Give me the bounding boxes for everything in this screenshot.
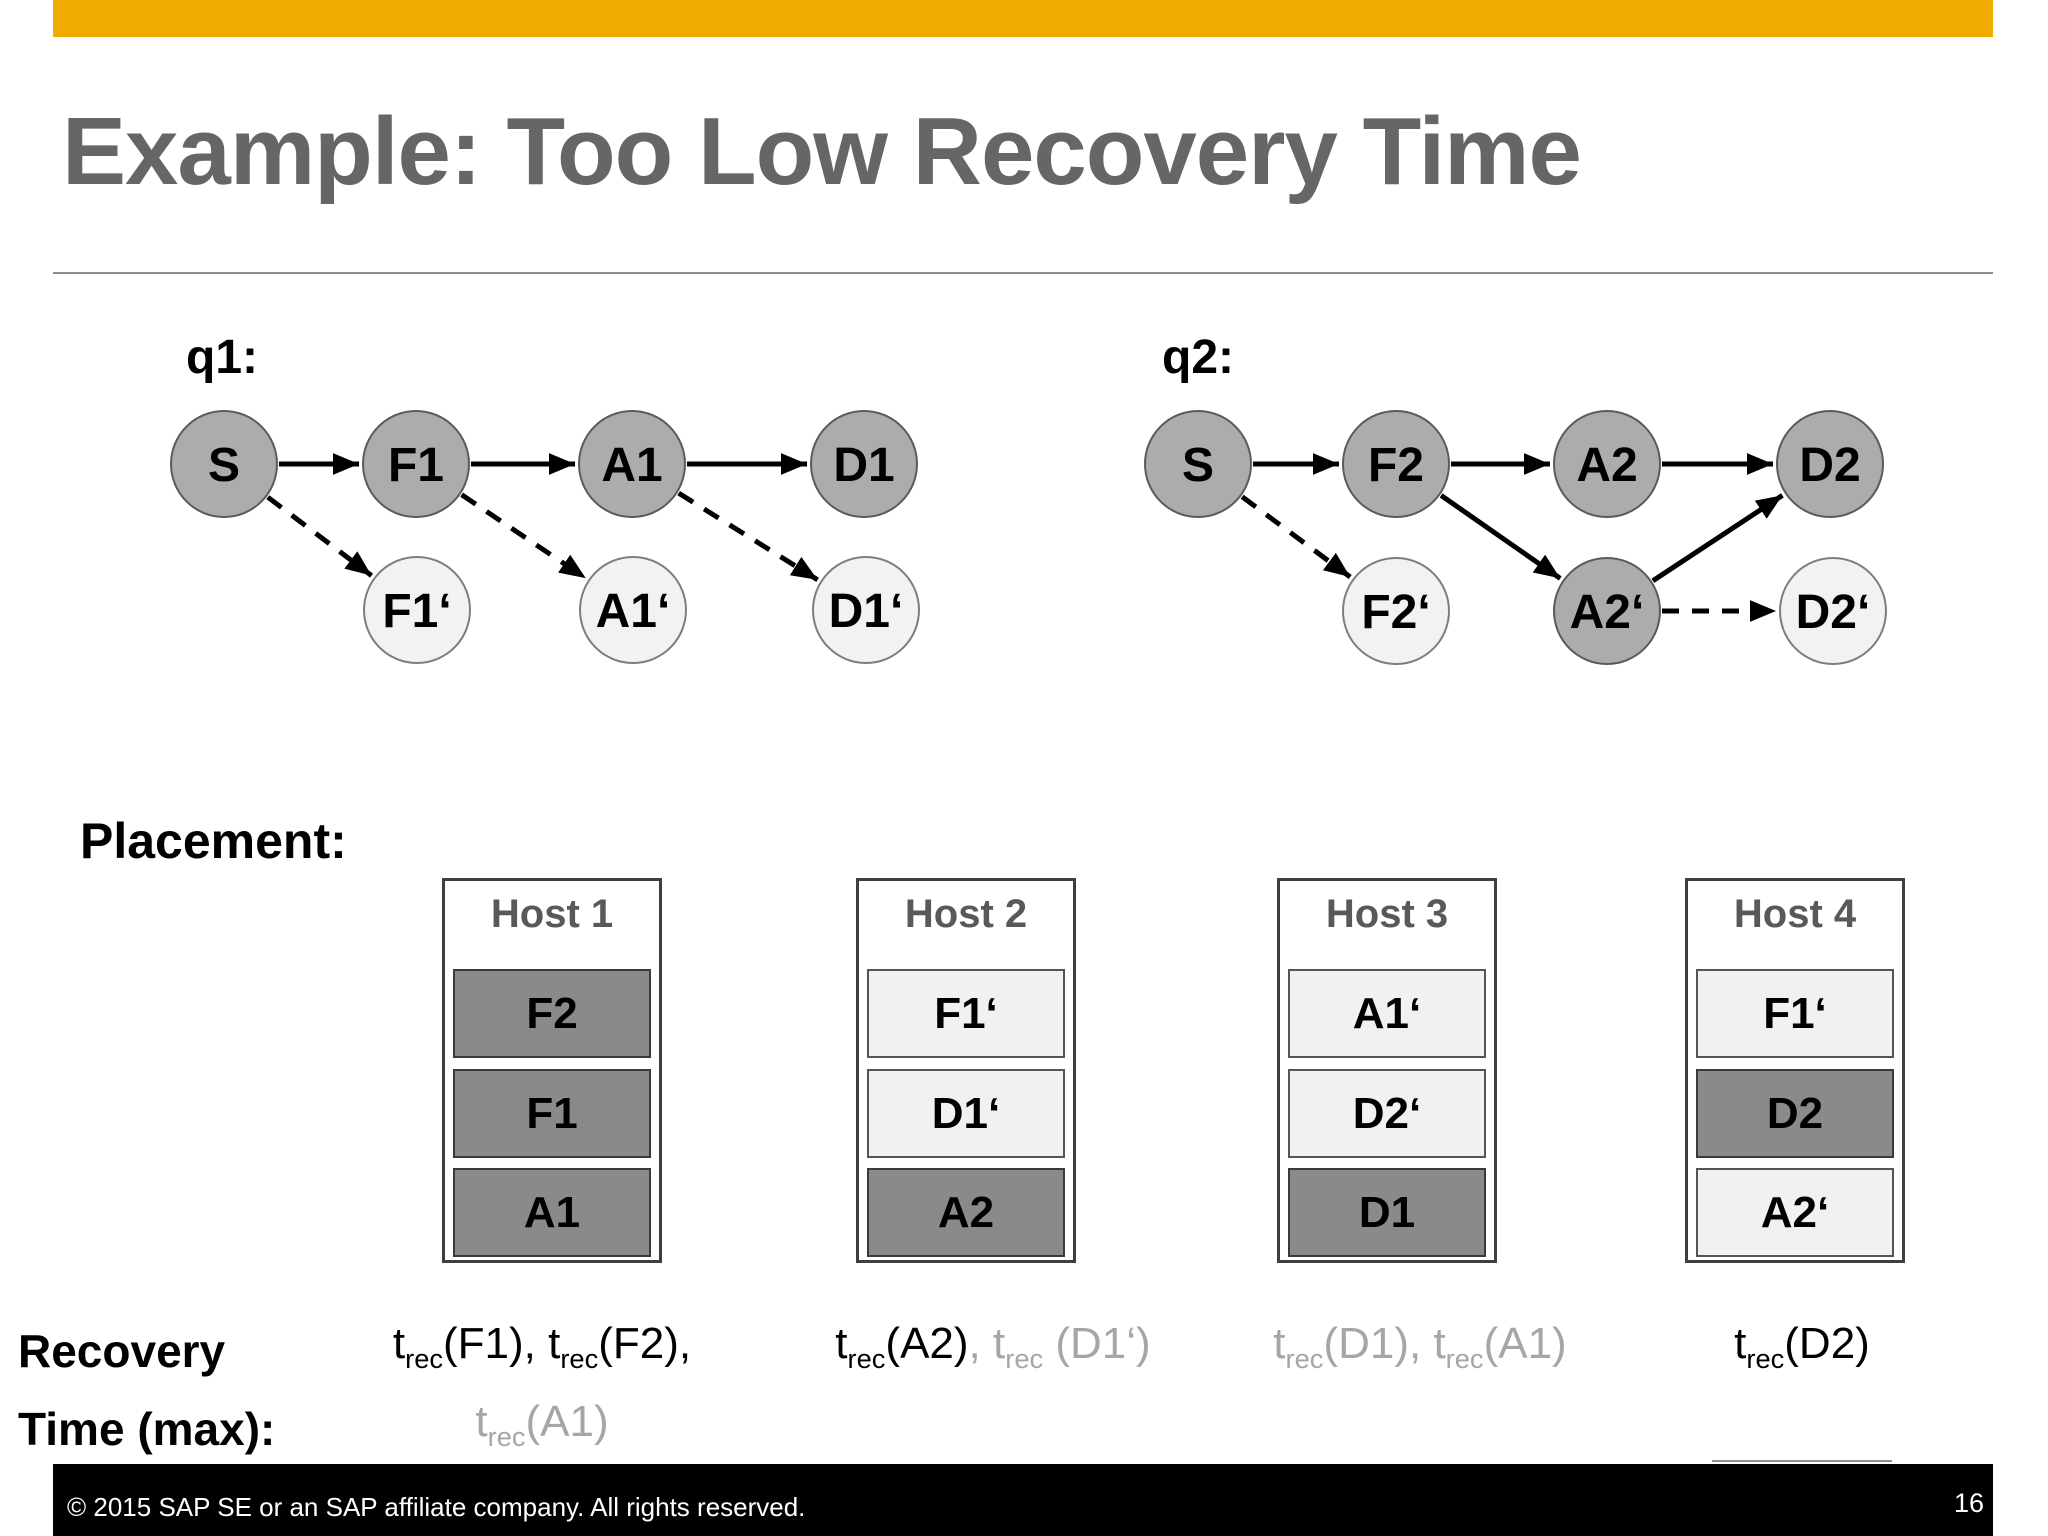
graph2-node-A2 (1553, 410, 1661, 518)
page-title: Example: Too Low Recovery Time (62, 98, 1582, 205)
trec-expression: trec(D2) (1734, 1319, 1870, 1374)
footer-copyright: © 2015 SAP SE or an SAP affiliate compan… (67, 1492, 806, 1522)
host-title-4: Host 4 (1733, 892, 1857, 936)
graph2-node-F2 (1342, 410, 1450, 518)
recovery-col-1-line-1: trec(F1), trec(F2), (393, 1322, 691, 1400)
host-title-2: Host 2 (904, 892, 1028, 936)
graph1-node-label-S: S (208, 439, 240, 492)
host-1-item-3: A1 (453, 1168, 651, 1257)
graph2-node-D2 (1776, 410, 1884, 518)
trec-expression: trec(F1), (392, 1319, 549, 1374)
graph2-edge-F2-A2r (1439, 493, 1562, 581)
host-2-item-3: A2 (867, 1168, 1065, 1257)
graph1-node-label-A1: A1 (601, 439, 662, 492)
host-title-1: Host 1 (490, 892, 614, 936)
graph2-node-label-F2: F2 (1368, 439, 1424, 492)
trec-expression: trec(F2), (548, 1319, 692, 1374)
host-3-item-2: D2‘ (1288, 1069, 1486, 1158)
host-4-item-1: F1‘ (1696, 969, 1894, 1058)
page-number: 16 (1954, 1488, 1985, 1518)
graph1-node-label-F1: F1 (388, 439, 444, 492)
host-box-3: Host 3 A1‘ D2‘ D1 (1277, 878, 1497, 1263)
host-1-item-2: F1 (453, 1069, 651, 1158)
graph2-node-D2r (1779, 557, 1887, 665)
recovery-col-2-line-1: trec(A2), trec (D1‘) (835, 1322, 1150, 1400)
graph1-node-D1 (810, 410, 918, 518)
trec-expression: trec(A1) (475, 1397, 609, 1452)
graph2-node-A2r (1553, 557, 1661, 665)
host-1-item-1: F2 (453, 969, 651, 1058)
graph1-node-F1r (363, 556, 471, 664)
recovery-col-3: trec(D1), trec(A1) (1273, 1322, 1566, 1400)
recovery-col-4-line-1: trec(D2) (1734, 1322, 1870, 1400)
recovery-col-4: trec(D2) (1734, 1322, 1870, 1400)
graph1-node-label-A1r: A1‘ (596, 585, 671, 638)
graph1-node-A1r (579, 556, 687, 664)
graph2-node-label-A2: A2 (1576, 439, 1637, 492)
graph1-node-label-F1r: F1‘ (382, 585, 451, 638)
graph1-node-label-D1: D1 (833, 439, 894, 492)
host-4-item-2: D2 (1696, 1069, 1894, 1158)
trec-expression: trec(A2), (835, 1319, 994, 1374)
graph2-node-label-S: S (1182, 439, 1214, 492)
host-box-2: Host 2 F1‘ D1‘ A2 (856, 878, 1076, 1263)
host-4-item-3: A2‘ (1696, 1168, 1894, 1257)
graph1-edge-F1-A1r (460, 492, 588, 581)
trec-expression: trec (D1‘) (993, 1319, 1151, 1374)
graph1-node-F1 (362, 410, 470, 518)
recovery-time-label-line1: Recovery (18, 1325, 226, 1377)
host-title-3: Host 3 (1325, 892, 1449, 936)
brand-bar (53, 0, 1993, 37)
graph2-edge-S-F2r (1240, 494, 1352, 580)
graph1-node-A1 (578, 410, 686, 518)
graph2-node-label-D2r: D2‘ (1796, 586, 1871, 639)
graph1-node-D1r (812, 556, 920, 664)
graph2-node-S (1144, 410, 1252, 518)
graph-label-q2: q2: (1162, 331, 1234, 384)
graph2-node-F2r (1342, 557, 1450, 665)
graph1-node-S (170, 410, 278, 518)
recovery-col-2: trec(A2), trec (D1‘) (835, 1322, 1150, 1400)
graph2-node-label-A2r: A2‘ (1570, 586, 1645, 639)
host-2-item-2: D1‘ (867, 1069, 1065, 1158)
graph2-node-label-D2: D2 (1799, 439, 1860, 492)
title-divider (53, 272, 1993, 274)
footer-bar (53, 1464, 1993, 1536)
graph2-node-label-F2r: F2‘ (1361, 586, 1430, 639)
graph1-edge-A1-D1r (677, 490, 819, 582)
graph1-edge-S-F1r (266, 495, 374, 578)
graph1-node-label-D1r: D1‘ (829, 585, 904, 638)
ghost-line (1712, 1460, 1892, 1462)
trec-expression: trec(D1), (1273, 1319, 1434, 1374)
placement-label: Placement: (80, 813, 347, 869)
host-3-item-1: A1‘ (1288, 969, 1486, 1058)
recovery-time-label-line2: Time (max): (18, 1403, 276, 1455)
graph-label-q1: q1: (186, 331, 258, 384)
host-3-item-3: D1 (1288, 1168, 1486, 1257)
graph2-edge-A2r-D2 (1651, 493, 1784, 583)
recovery-col-1: trec(F1), trec(F2),trec(A1) (393, 1322, 691, 1478)
host-2-item-1: F1‘ (867, 969, 1065, 1058)
recovery-col-1-line-2: trec(A1) (393, 1400, 691, 1478)
recovery-col-3-line-1: trec(D1), trec(A1) (1273, 1322, 1566, 1400)
trec-expression: trec(A1) (1433, 1319, 1567, 1374)
